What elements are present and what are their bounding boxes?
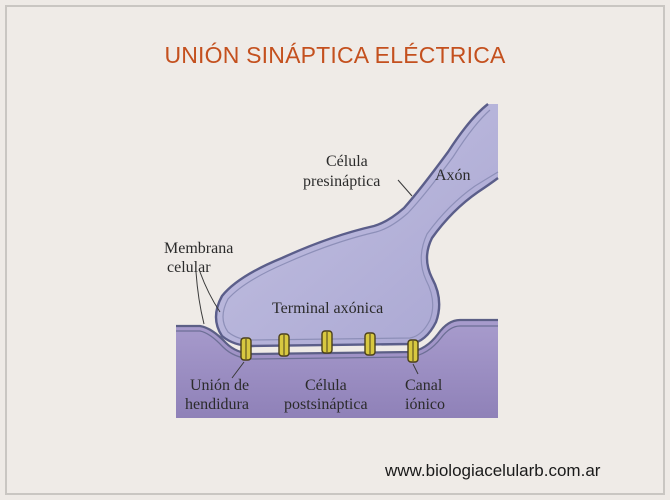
leader-canal: [412, 363, 419, 375]
gap-junction-channels: [240, 330, 419, 363]
leader-membrana-2: [199, 271, 221, 313]
ion-channel: [240, 337, 252, 361]
leader-presinaptica: [397, 179, 413, 197]
leader-union: [231, 361, 245, 379]
postsynaptic-membrane-inner: [176, 325, 498, 360]
label-hendidura: hendidura: [185, 396, 249, 413]
label-celula-presinaptica: Célula: [326, 153, 368, 170]
label-presinaptica: presináptica: [303, 173, 380, 190]
label-celula-postsinaptica: Célula: [305, 377, 347, 394]
label-terminal-axonica: Terminal axónica: [272, 300, 383, 317]
label-canal: Canal: [405, 377, 443, 394]
label-celular: celular: [167, 259, 211, 276]
label-ionico: iónico: [405, 396, 445, 413]
postsynaptic-cell: [176, 320, 498, 418]
presynaptic-membrane: [214, 103, 499, 348]
page-title: UNIÓN SINÁPTICA ELÉCTRICA: [164, 42, 506, 68]
label-axon: Axón: [435, 167, 471, 184]
label-postsinaptica: postsináptica: [284, 396, 368, 413]
ion-channel: [407, 339, 419, 363]
ion-channel: [364, 332, 376, 356]
ion-channel: [321, 330, 333, 354]
presynaptic-membrane-inner: [222, 109, 499, 341]
leader-membrana: [195, 271, 205, 325]
label-membrana: Membrana: [164, 240, 233, 257]
website-url: www.biologiacelularb.com.ar: [385, 461, 601, 480]
ion-channel: [278, 333, 290, 357]
presynaptic-cell: [216, 104, 498, 346]
label-union-de: Unión de: [190, 377, 249, 394]
